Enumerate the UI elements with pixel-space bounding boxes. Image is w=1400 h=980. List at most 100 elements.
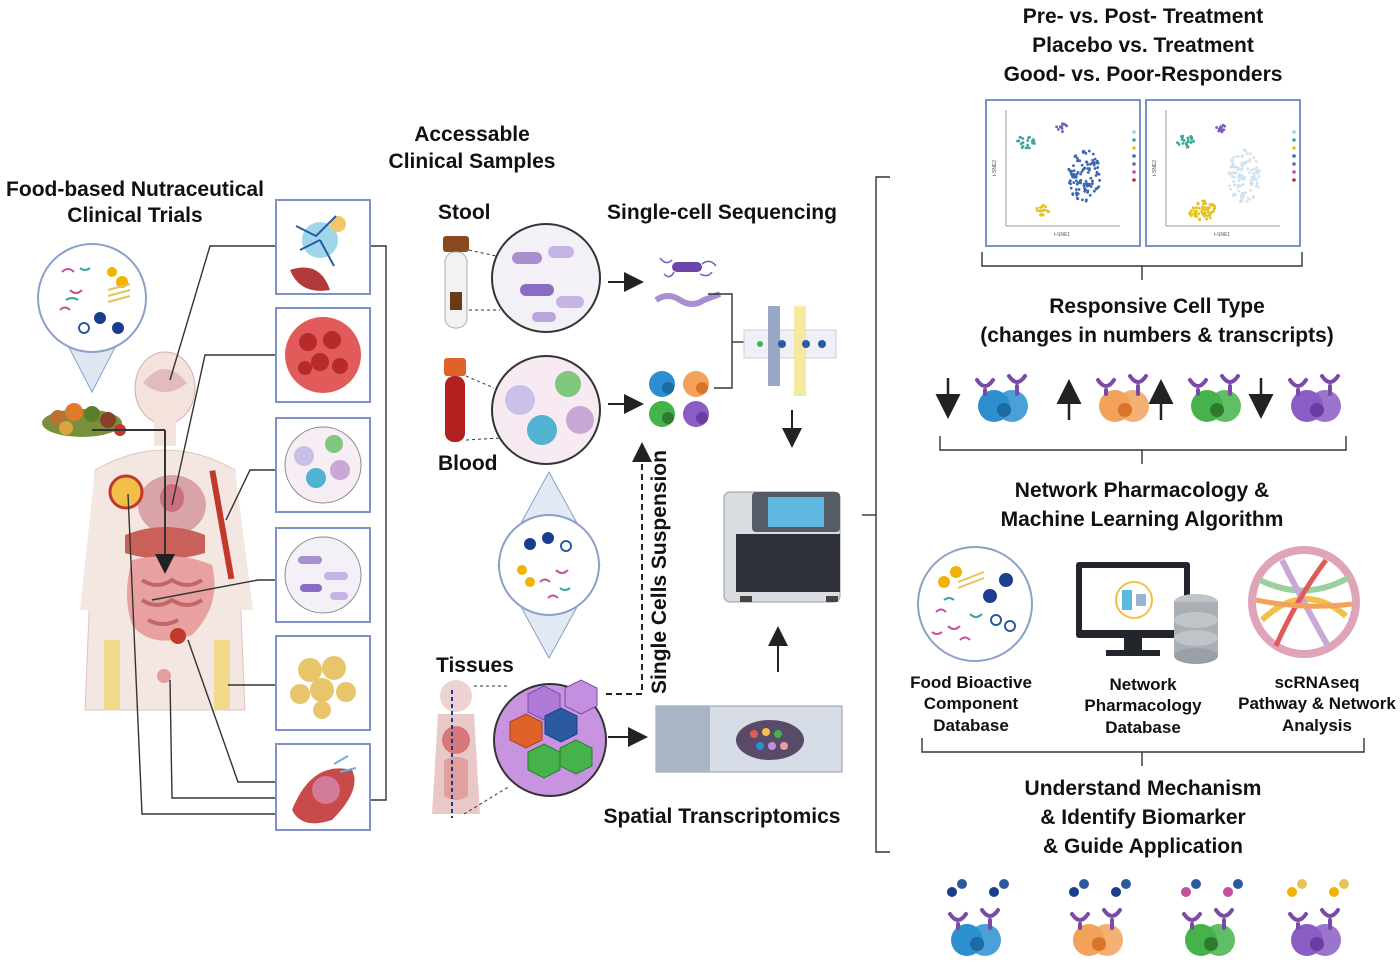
tsne-point xyxy=(1076,197,1080,201)
tsne-point xyxy=(1026,139,1030,142)
tsne-point xyxy=(1203,214,1206,218)
tsne-point xyxy=(1035,208,1039,212)
tsne-point xyxy=(1080,170,1084,174)
tsne-point xyxy=(1205,217,1208,221)
tsne-point xyxy=(1085,182,1089,186)
network-line2: Machine Learning Algorithm xyxy=(1001,508,1284,531)
tsne-point xyxy=(1203,201,1206,205)
section-bracket xyxy=(875,176,890,853)
tsne-point xyxy=(1233,183,1236,187)
tsne-point xyxy=(1237,189,1241,193)
tsne-point xyxy=(1241,182,1245,186)
tsne-point xyxy=(1092,163,1096,167)
tsne-point xyxy=(1237,167,1241,170)
db1-line2: Component xyxy=(924,694,1019,713)
receptor-icon xyxy=(1128,374,1148,396)
tsne-point xyxy=(1232,162,1235,166)
tsne-point xyxy=(1244,149,1248,153)
nutraceutical-diamond-icon xyxy=(497,470,601,660)
tsne-point xyxy=(1092,160,1096,164)
tsne-legend-dot xyxy=(1132,130,1136,134)
tsne-point xyxy=(1097,172,1101,176)
outcome-cell-3 xyxy=(1181,879,1243,956)
tsne-point xyxy=(1208,212,1212,216)
tsne-point xyxy=(1092,189,1096,193)
receptor-icon xyxy=(1188,378,1208,396)
tsne-point xyxy=(1019,135,1022,139)
tsne-point xyxy=(1085,184,1089,188)
db3-line3: Analysis xyxy=(1282,716,1352,735)
tsne-legend-dot xyxy=(1292,138,1296,142)
tsne-point xyxy=(1198,206,1201,210)
tsne-point xyxy=(1091,158,1095,162)
receptor-icon xyxy=(948,912,968,930)
tsne-point xyxy=(1243,161,1247,165)
trials-title-line1: Food-based Nutraceutical xyxy=(6,178,264,201)
tsne-point xyxy=(1039,213,1043,217)
tsne-legend-dot xyxy=(1292,162,1296,166)
receptor-icon xyxy=(1102,908,1122,930)
ligand-icon xyxy=(1121,879,1131,889)
blood-label: Blood xyxy=(438,452,497,475)
organ-connectors xyxy=(127,245,387,815)
tsne-point xyxy=(1254,160,1258,163)
tsne-point xyxy=(1236,183,1240,187)
tsne-point xyxy=(1229,165,1233,169)
tsne-point xyxy=(1072,181,1076,185)
db2-line2: Pharmacology xyxy=(1084,696,1202,715)
tsne-point xyxy=(1076,170,1080,174)
tsne-point xyxy=(1088,182,1091,186)
ligand-icon xyxy=(1069,887,1079,897)
tsne-point xyxy=(1257,175,1261,178)
tsne-legend-dot xyxy=(1132,178,1136,182)
tsne-left-ylabel: t-SNE2 xyxy=(992,160,998,176)
microfluidics-icon xyxy=(743,306,837,396)
tsne-point xyxy=(1236,185,1240,189)
tsne-point xyxy=(1255,166,1259,170)
receptor-icon xyxy=(1320,374,1340,396)
tsne-point xyxy=(1215,126,1218,129)
network-line1: Network Pharmacology & xyxy=(1015,479,1269,502)
tsne-point xyxy=(1238,184,1242,188)
ligand-icon xyxy=(1233,879,1243,889)
tsne-point xyxy=(1190,209,1193,213)
receptor-icon xyxy=(1220,374,1240,396)
outcome-line3: & Guide Application xyxy=(1043,835,1243,858)
tsne-point xyxy=(1252,194,1255,198)
receptor-icon xyxy=(1070,912,1090,930)
tsne-point xyxy=(1080,198,1084,202)
receptor-icon xyxy=(1320,908,1340,930)
tsne-point xyxy=(1039,209,1043,212)
tsne-left-xlabel: t-SNE1 xyxy=(1054,232,1070,238)
tsne-point xyxy=(1193,209,1197,213)
responsive-cell-2 xyxy=(1096,374,1149,422)
scrnaseq-chord-icon xyxy=(1248,546,1360,658)
receptor-icon xyxy=(1096,378,1116,396)
tsne-point xyxy=(1232,171,1236,175)
tsne-point xyxy=(1021,141,1025,145)
tsne-point xyxy=(1060,125,1063,129)
spatial-slide-icon xyxy=(655,705,843,773)
tsne-point xyxy=(1086,171,1090,174)
tsne-point xyxy=(1083,166,1087,170)
tsne-point xyxy=(1071,193,1075,196)
tsne-legend-dot xyxy=(1292,146,1296,150)
ligand-icon xyxy=(1297,879,1307,889)
comparison-2: Placebo vs. Treatment xyxy=(1032,34,1254,57)
tsne-plot-left: t-SNE1 t-SNE2 xyxy=(985,99,1141,247)
tsne-right-ylabel: t-SNE2 xyxy=(1152,160,1158,176)
tsne-point xyxy=(1208,206,1211,209)
tsne-point xyxy=(1091,152,1095,156)
cell-nucleus xyxy=(970,937,984,951)
tsne-point xyxy=(1239,176,1243,180)
tsne-point xyxy=(1076,159,1079,163)
ligand-icon xyxy=(1079,879,1089,889)
tsne-point xyxy=(1073,155,1077,158)
tsne-point xyxy=(1251,172,1255,176)
tsne-point xyxy=(1248,171,1251,175)
tsne-point xyxy=(1028,135,1031,139)
cell-nucleus xyxy=(1118,403,1132,417)
tsne-point xyxy=(1086,189,1090,193)
stool-tube-icon xyxy=(443,236,469,329)
suspension-label: Single Cells Suspension xyxy=(648,450,671,694)
